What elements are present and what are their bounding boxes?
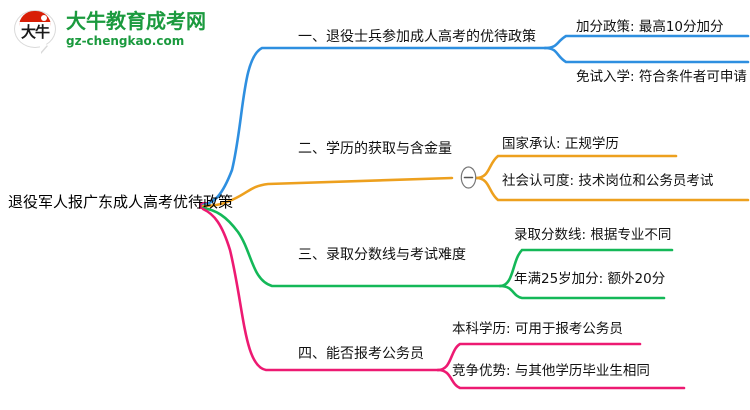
mindmap-root-node[interactable]: 退役军人报广东成人高考优待政策 [8,193,234,211]
mindmap-leaf-node-1-1[interactable]: 加分政策: 最高10分加分 [576,19,724,35]
mindmap-branch-node-2[interactable]: 二、学历的获取与含金量 [298,141,452,157]
logo-mark-icon: 大牛 [14,10,58,53]
mindmap-branch-node-1[interactable]: 一、退役士兵参加成人高考的优待政策 [298,29,536,45]
edge-branch-0-leaf-1 [543,46,750,64]
edge-branch-0-leaf-0 [543,34,750,50]
mindmap-leaf-node-3-1[interactable]: 录取分数线: 根据专业不同 [514,227,672,243]
mindmap-branch-node-4[interactable]: 四、能否报考公务员 [298,346,424,362]
mindmap-branch-node-3[interactable]: 三、录取分数线与考试难度 [298,247,466,263]
mindmap-leaf-node-2-2[interactable]: 社会认可度: 技术岗位和公务员考试 [502,173,714,189]
edge-branch-1 [201,176,454,208]
mindmap-leaf-node-2-1[interactable]: 国家承认: 正规学历 [502,136,619,152]
logo-cap-shape [19,11,51,26]
mindmap-leaf-node-4-1[interactable]: 本科学历: 可用于报考公务员 [452,321,623,337]
logo-cap-band-shape [19,22,51,26]
mindmap-leaf-node-3-2[interactable]: 年满25岁加分: 额外20分 [514,271,666,287]
logo-url: gz-chengkao.com [66,34,185,48]
mindmap-leaf-node-4-2[interactable]: 竞争优势: 与其他学历毕业生相同 [452,363,650,379]
minus-circle-icon[interactable] [460,166,477,189]
edge-branch-0 [201,46,547,207]
logo-mark-text: 大牛 [20,23,50,41]
logo-bubble-tail-shape [40,40,47,53]
site-logo: 大牛 大牛教育成考网 gz-chengkao.com [14,6,234,56]
logo-cap-dot-shape [41,15,47,21]
mindmap-leaf-node-1-2[interactable]: 免试入学: 符合条件者可申请 [576,69,747,85]
logo-wordmark: 大牛教育成考网 [66,9,206,33]
